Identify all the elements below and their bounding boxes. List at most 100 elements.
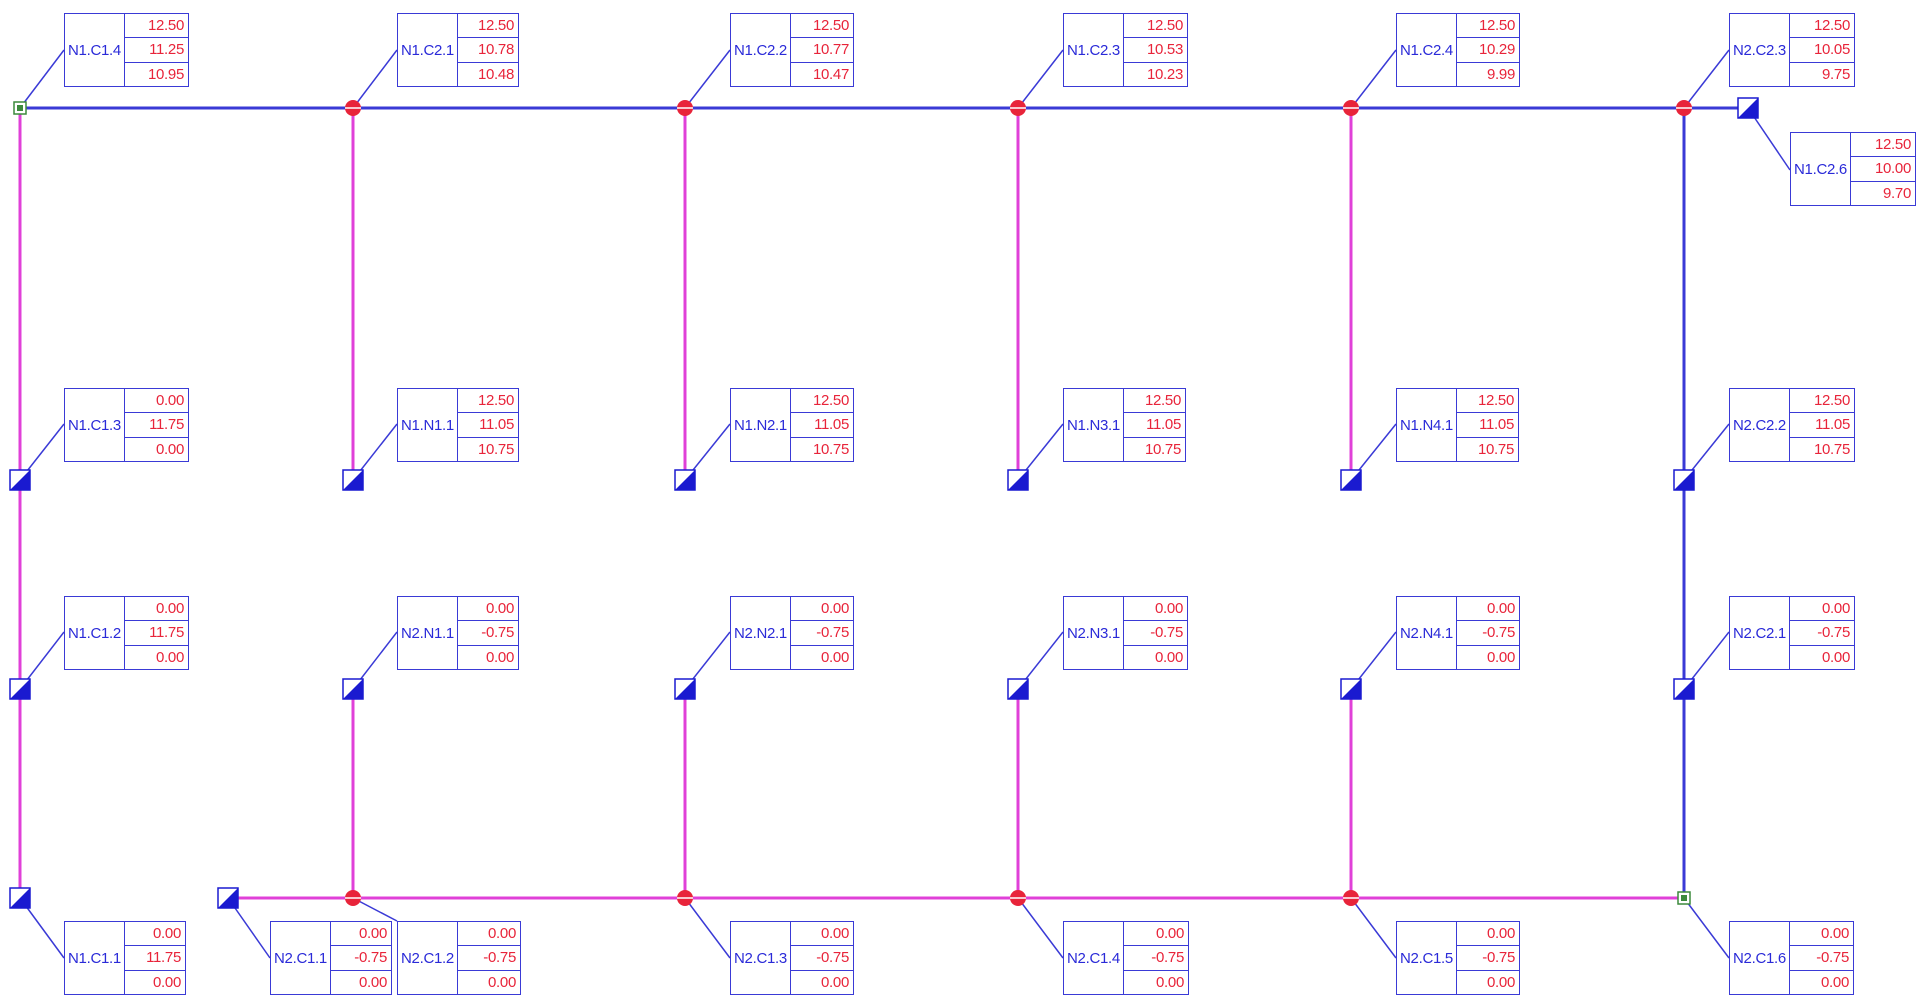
middle-value: -0.75 xyxy=(330,945,391,969)
bottom-value: 0.00 xyxy=(1789,644,1854,669)
terminal-fitting-icon[interactable] xyxy=(342,469,364,491)
node-id: N2.C2.1 xyxy=(1730,597,1790,669)
node-id: N1.C2.2 xyxy=(731,14,791,86)
tee-junction-icon[interactable] xyxy=(1010,100,1026,116)
tee-junction-icon[interactable] xyxy=(345,100,361,116)
middle-value: 10.77 xyxy=(790,37,853,61)
middle-value: 10.00 xyxy=(1850,156,1915,180)
top-value: 12.50 xyxy=(1874,136,1911,154)
terminal-fitting-icon[interactable] xyxy=(1007,469,1029,491)
bottom-value: 10.95 xyxy=(124,61,188,86)
bottom-value: 10.75 xyxy=(1789,436,1854,461)
terminal-fitting-icon[interactable] xyxy=(9,469,31,491)
tee-junction-icon[interactable] xyxy=(1343,100,1359,116)
top-value: 12.50 xyxy=(477,392,514,410)
leader-line-22 xyxy=(684,897,731,959)
middle-value: -0.75 xyxy=(1123,945,1188,969)
bottom-value: 10.75 xyxy=(457,436,518,461)
node-id: N2.N3.1 xyxy=(1064,597,1124,669)
top-value: 0.00 xyxy=(1155,600,1183,618)
end-cap-icon[interactable] xyxy=(1677,891,1691,905)
tee-junction-icon[interactable] xyxy=(1010,890,1026,906)
top-value: 12.50 xyxy=(1144,392,1181,410)
node-id: N1.C2.3 xyxy=(1064,14,1124,86)
top-value: 0.00 xyxy=(488,925,516,943)
tee-junction-icon[interactable] xyxy=(677,100,693,116)
terminal-fitting-icon[interactable] xyxy=(1673,678,1695,700)
terminal-fitting-icon[interactable] xyxy=(1673,469,1695,491)
terminal-fitting-icon[interactable] xyxy=(1340,678,1362,700)
terminal-fitting-icon[interactable] xyxy=(1340,469,1362,491)
bottom-value: 0.00 xyxy=(124,969,185,994)
terminal-fitting-icon[interactable] xyxy=(1007,678,1029,700)
leader-line-1 xyxy=(352,49,398,109)
node-id: N2.C2.3 xyxy=(1730,14,1790,86)
top-value: 0.00 xyxy=(156,600,184,618)
node-id: N2.C1.4 xyxy=(1064,922,1124,994)
bottom-value: 0.00 xyxy=(457,644,518,669)
middle-value: 10.05 xyxy=(1789,37,1854,61)
tee-junction-icon[interactable] xyxy=(345,890,361,906)
node-id: N1.C1.3 xyxy=(65,389,125,461)
leader-line-2 xyxy=(684,49,731,109)
bottom-value: 0.00 xyxy=(124,644,188,669)
terminal-fitting-icon[interactable] xyxy=(674,678,696,700)
bottom-value: 9.99 xyxy=(1456,61,1519,86)
leader-line-5 xyxy=(1683,49,1730,109)
end-cap-icon[interactable] xyxy=(13,101,27,115)
node-id: N2.N2.1 xyxy=(731,597,791,669)
middle-value: 11.05 xyxy=(790,412,853,436)
tee-junction-icon[interactable] xyxy=(1676,100,1692,116)
terminal-fitting-icon[interactable] xyxy=(9,678,31,700)
terminal-fitting-icon[interactable] xyxy=(674,469,696,491)
middle-value: 10.78 xyxy=(457,37,518,61)
pipes xyxy=(18,106,1748,900)
bottom-value: 0.00 xyxy=(457,969,520,994)
terminal-fitting-icon[interactable] xyxy=(1737,97,1759,119)
tee-junction-icon[interactable] xyxy=(1343,890,1359,906)
terminal-fitting-icon[interactable] xyxy=(342,678,364,700)
tee-junction-icon[interactable] xyxy=(677,890,693,906)
middle-value: 11.05 xyxy=(1789,412,1854,436)
middle-value: -0.75 xyxy=(457,620,518,644)
terminal-fitting-icon[interactable] xyxy=(9,887,31,909)
terminal-fitting-icon[interactable] xyxy=(217,887,239,909)
